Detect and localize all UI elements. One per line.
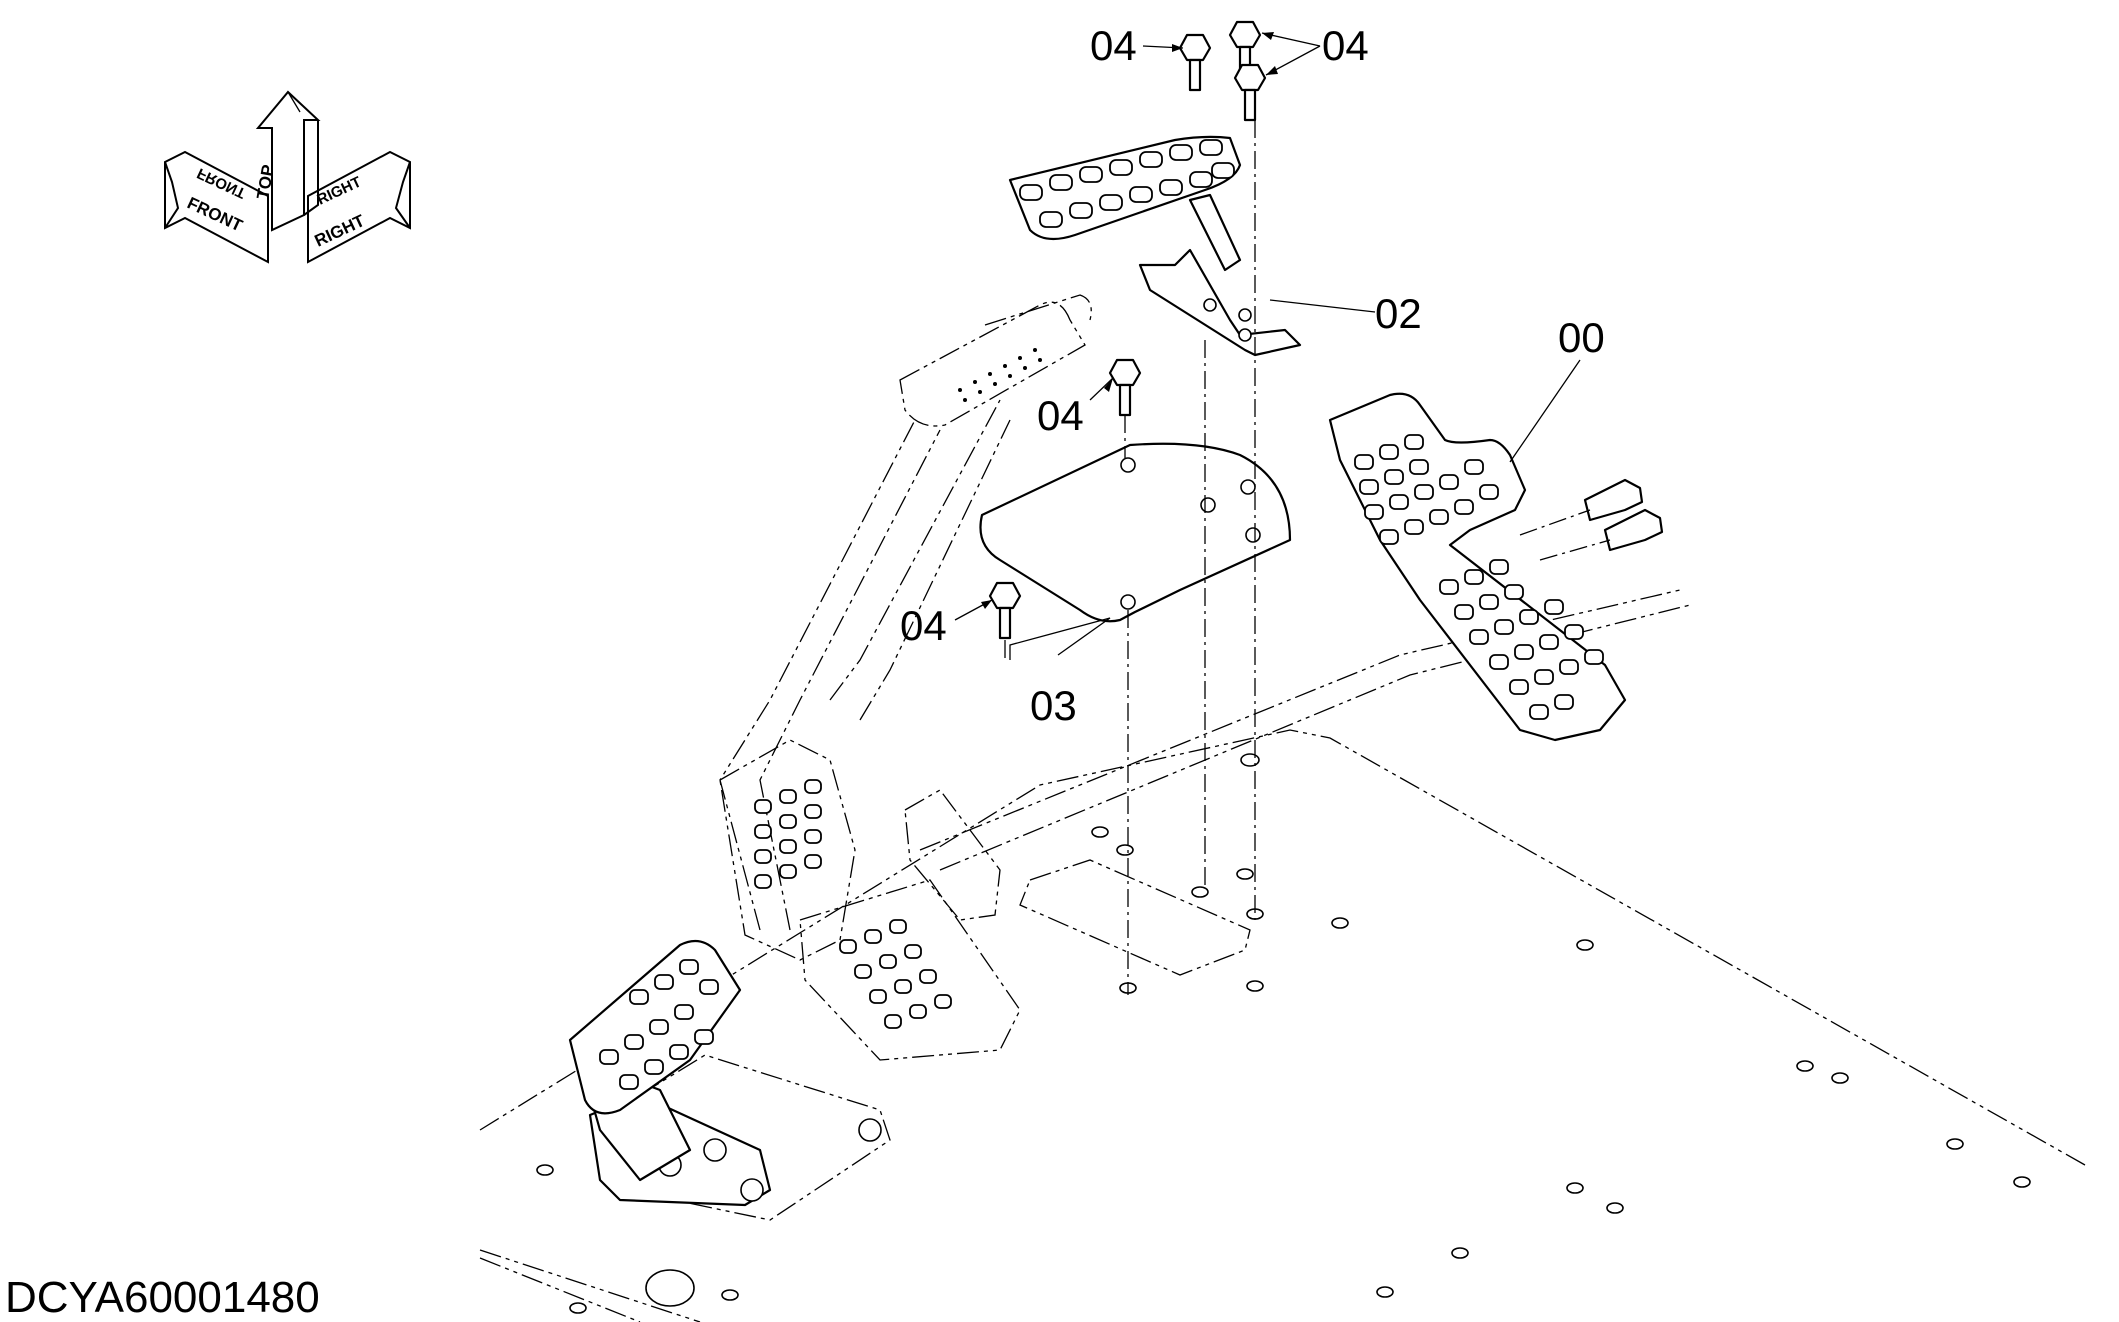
part-03-cover-plate [979,442,1292,623]
part-02-pedal-bracket [1008,135,1302,357]
callout-02: 02 [1375,290,1422,337]
center-pedal-pads [754,779,952,1029]
bolt-mid [1108,358,1142,417]
bolt-top-left [1178,33,1212,92]
callout-04-top-left: 04 [1090,22,1137,69]
callout-04-top-right: 04 [1322,22,1369,69]
callout-03: 03 [1030,682,1077,729]
orientation-arrows-icon: TOP FRONT RIGHT FRONT RIGHT [164,90,411,264]
assembly-center-lines [1004,120,1256,995]
callout-04-lower: 04 [900,602,947,649]
callout-04-mid: 04 [1037,392,1084,439]
bolt-lower [988,581,1022,640]
callout-labels: 04 04 02 00 04 04 03 [900,22,1605,729]
leader-lines [954,32,1581,660]
part-00-right-footrest [1328,392,1664,742]
pedal-pad-grid-left [599,959,719,1090]
drawing-number: DCYA60001480 [5,1273,320,1322]
orientation-top-label: TOP [253,163,278,200]
floor-plate-outline [479,729,2086,1322]
grip-texture [958,348,1042,402]
bolt-top-right-2 [1233,63,1267,122]
orientation-front-label-mirror: FRONT [195,164,249,201]
travel-lever-assembly [719,294,1691,931]
left-small-pedal [568,939,742,1115]
center-travel-pedals [719,739,1021,1061]
bolt-top-right-1 [1228,20,1262,71]
part-02-pads [1019,139,1235,228]
part-00-pads [1354,434,1604,720]
part-00-bolts [1583,478,1664,552]
callout-00: 00 [1558,314,1605,361]
